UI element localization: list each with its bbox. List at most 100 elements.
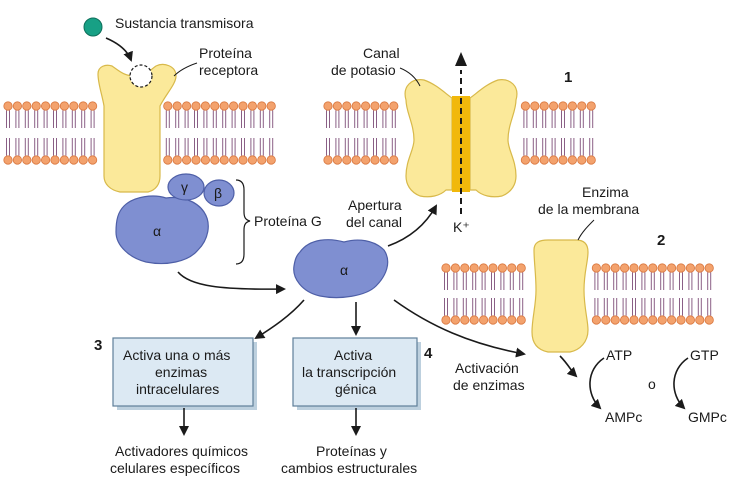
lipid-head	[69, 101, 79, 111]
gtp-to-cgmpc-arrow	[673, 357, 689, 410]
atp-label: ATP	[606, 347, 632, 363]
lipid-head	[88, 101, 98, 111]
lipid-head	[685, 315, 696, 325]
lipid-head	[210, 101, 220, 111]
lipid-head	[163, 155, 173, 165]
lipid-head	[507, 315, 517, 325]
atp-to-campc-arrow	[589, 357, 605, 410]
lipid-head	[50, 101, 60, 111]
lipid-head	[629, 315, 639, 325]
lipid-head	[200, 155, 210, 165]
membrane-enzyme-label-line2: de la membrana	[538, 201, 639, 217]
or-label: o	[648, 376, 656, 392]
lipid-head	[695, 263, 705, 273]
lipid-head	[530, 155, 540, 165]
box4-output-line2: cambios estructurales	[281, 460, 417, 476]
lipid-head	[219, 101, 229, 111]
membrane-right-top	[323, 101, 596, 165]
membrane-enzyme-label-line1: Enzima	[582, 184, 629, 200]
g-protein-gamma-subunit	[167, 173, 205, 201]
lipid-head	[460, 315, 470, 325]
receptor-binding-site	[129, 64, 153, 88]
lipid-head	[370, 155, 380, 165]
lipid-head	[182, 155, 192, 165]
cgmpc-label: GMPc	[688, 409, 727, 425]
lipid-head	[516, 315, 526, 325]
step-number-4: 4	[424, 345, 433, 362]
lipid-head	[619, 263, 630, 273]
lipid-head	[266, 155, 276, 165]
lipid-head	[12, 101, 22, 111]
lipid-head	[676, 263, 686, 273]
potassium-channel-leader-line	[399, 67, 421, 87]
lipid-head	[704, 315, 714, 325]
lipid-head	[657, 315, 667, 325]
lipid-head	[441, 315, 451, 325]
lipid-head	[530, 101, 540, 111]
potassium-channel	[404, 79, 518, 198]
lipid-head	[558, 101, 568, 111]
lipid-head	[40, 155, 51, 165]
lipid-head	[450, 315, 460, 325]
lipid-head	[567, 101, 578, 111]
lipid-head	[191, 155, 201, 165]
lipid-head	[360, 101, 371, 111]
lipid-head	[619, 315, 630, 325]
receptor-label-line1: Proteína	[199, 45, 252, 61]
lipid-head	[59, 101, 70, 111]
alpha-label: α	[153, 223, 161, 239]
lipid-head	[332, 155, 342, 165]
receptor-leader-line	[173, 62, 198, 77]
lipid-head	[360, 155, 371, 165]
lipid-head	[22, 101, 32, 111]
lipid-head	[610, 315, 620, 325]
lipid-head	[577, 101, 587, 111]
lipid-head	[629, 263, 639, 273]
lipid-head	[488, 263, 498, 273]
lipid-head	[520, 101, 531, 111]
lipid-head	[50, 155, 60, 165]
lipid-head	[478, 263, 489, 273]
lipid-head	[257, 101, 267, 111]
k-ion-label: K⁺	[453, 219, 470, 235]
lipid-head	[370, 101, 380, 111]
lipid-head	[676, 315, 686, 325]
box3-text-line2: enzimas	[155, 364, 207, 380]
lipid-head	[666, 315, 677, 325]
box3-output-line2: celulares específicos	[110, 460, 240, 476]
lipid-head	[638, 263, 649, 273]
step-number-3: 3	[94, 337, 102, 354]
box3-text-line3: intracelulares	[136, 381, 219, 397]
lipid-head	[601, 315, 611, 325]
campc-label: AMPc	[605, 409, 642, 425]
lipid-head	[685, 263, 696, 273]
lipid-head	[172, 155, 182, 165]
lipid-head	[31, 155, 41, 165]
lipid-head	[567, 155, 578, 165]
lipid-head	[247, 155, 257, 165]
lipid-head	[516, 263, 526, 273]
lipid-head	[332, 101, 342, 111]
lipid-head	[610, 263, 620, 273]
lipid-head	[638, 315, 649, 325]
lipid-head	[379, 101, 389, 111]
lipid-head	[586, 155, 596, 165]
lipid-head	[238, 155, 248, 165]
lipid-head	[3, 155, 13, 165]
receptor-protein	[97, 63, 177, 193]
lipid-head	[59, 155, 70, 165]
lipid-head	[172, 101, 182, 111]
lipid-head	[12, 155, 22, 165]
free-alpha-label: α	[340, 262, 348, 278]
potassium-channel-label-line1: Canal	[363, 45, 400, 61]
lipid-head	[88, 155, 98, 165]
lipid-head	[342, 101, 352, 111]
receptor-label-line2: receptora	[199, 62, 258, 78]
step-number-1: 1	[564, 69, 572, 86]
lipid-head	[78, 155, 88, 165]
lipid-head	[389, 101, 399, 111]
lipid-head	[323, 101, 333, 111]
box4-text-line3: génica	[335, 381, 376, 397]
lipid-head	[507, 263, 517, 273]
